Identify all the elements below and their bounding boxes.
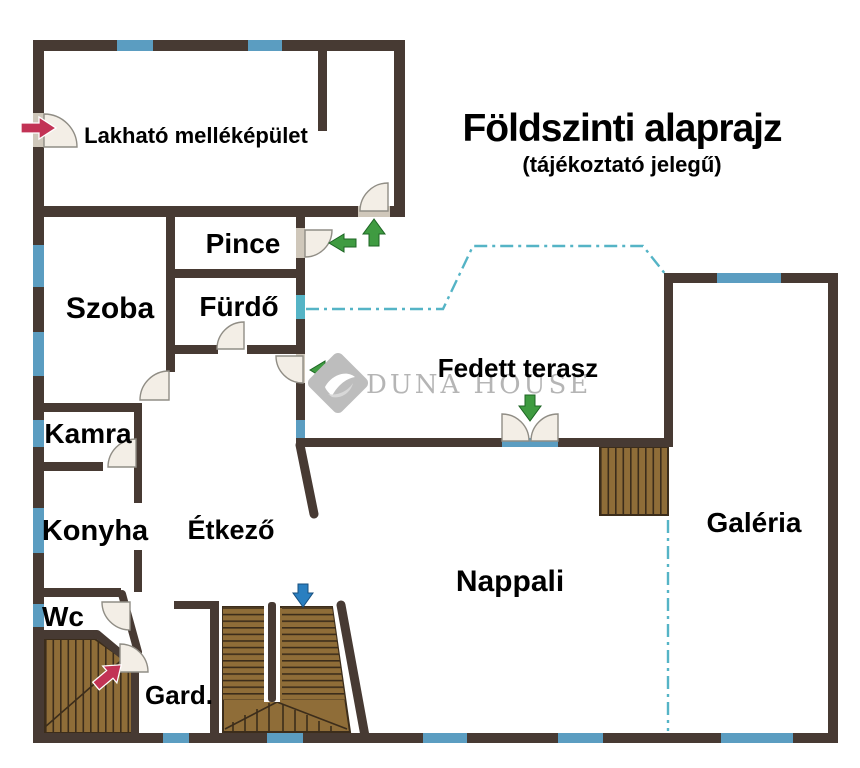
pince-door (304, 229, 333, 258)
outbuilding-back-door (359, 182, 389, 212)
watermark: DUNA HOUSE (307, 352, 591, 414)
wc-door (101, 601, 131, 631)
label-wc: Wc (42, 601, 84, 632)
bathroom-door (216, 321, 245, 350)
page-title: Földszinti alaprajz (462, 107, 782, 150)
label-galeria: Galéria (707, 507, 802, 538)
stair-winders (224, 701, 348, 731)
windows (33, 40, 793, 743)
szoba-door (139, 370, 170, 401)
terrace-door-sill (502, 438, 558, 447)
green-up-arrow-icon (362, 218, 386, 247)
label-etkezo: Étkező (187, 514, 274, 545)
green-down-arrow-icon (518, 394, 542, 422)
label-szoba: Szoba (66, 292, 155, 325)
title-block: Földszinti alaprajz (tájékoztató jelegű) (462, 107, 783, 177)
kamra-door (107, 438, 137, 468)
stair-right-flight (282, 607, 345, 700)
room-labels: Lakható melléképület Pince Szoba Fürdő K… (42, 123, 802, 710)
terrace-double-door-right (530, 413, 559, 442)
terrace-entry-door (275, 355, 304, 384)
label-furdo: Fürdő (199, 291, 278, 322)
outbuilding-partition (318, 51, 327, 131)
watermark-text: DUNA HOUSE (366, 370, 591, 400)
blue-stairs-down-arrow-icon (292, 583, 314, 608)
bathroom-window (296, 295, 305, 319)
label-kamra: Kamra (44, 418, 132, 449)
dunahouse-logo-icon (307, 352, 369, 414)
outbuilding-entry-door (43, 113, 78, 148)
stair-slant-wall (336, 600, 370, 741)
stair-left-flight (223, 607, 270, 700)
label-terasz: Fedett terasz (438, 353, 598, 383)
doors (43, 113, 559, 673)
terrace-boundary (306, 244, 670, 731)
label-gard: Gard. (145, 680, 213, 710)
red-main-entrance-arrow-icon (91, 664, 123, 691)
red-entrance-arrow-icon (20, 115, 58, 141)
green-left-arrow-icon (328, 233, 357, 253)
label-nappali: Nappali (456, 565, 564, 598)
terrace-steps-deck (599, 446, 669, 516)
dining-window (296, 420, 305, 440)
terrace-double-door-left (501, 413, 530, 442)
label-outbuilding: Lakható melléképület (84, 123, 308, 148)
label-konyha: Konyha (42, 515, 149, 547)
stair-center-rail (268, 602, 276, 702)
page-subtitle: (tájékoztató jelegű) (522, 152, 721, 177)
main-entrance-door (119, 643, 149, 673)
dining-diagonal-wall (295, 440, 319, 519)
staircase (222, 602, 352, 733)
label-pince: Pince (206, 228, 281, 259)
